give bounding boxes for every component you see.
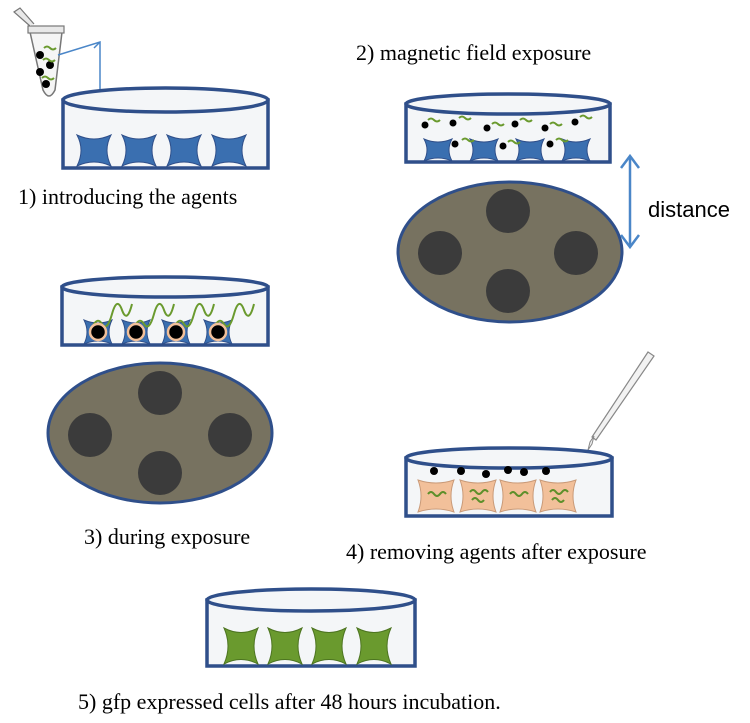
dna-strands-3 [91, 303, 255, 329]
step2-label: 2) magnetic field exposure [356, 40, 592, 65]
culture-dish-2 [404, 92, 612, 164]
cells-blue-2 [422, 137, 592, 163]
gfp-inside-cells [427, 489, 569, 503]
step1-group [13, 7, 270, 170]
step4-group [404, 351, 655, 518]
nanoparticles-top [430, 466, 550, 478]
culture-dish-1 [61, 86, 270, 170]
cells-blue [75, 133, 248, 168]
culture-dish-3 [60, 275, 270, 347]
step2-group [396, 92, 640, 324]
dna-strands [427, 114, 593, 145]
cells-orange [417, 479, 577, 513]
step4-label: 4) removing agents after exposure [346, 539, 647, 564]
magnet-2 [396, 180, 624, 324]
step5-group [205, 587, 417, 668]
step3-label: 3) during exposure [84, 524, 251, 549]
step1-label: 1) introducing the agents [18, 184, 238, 209]
culture-dish-5 [205, 587, 417, 668]
distance-label: distance [648, 197, 730, 222]
internalized-particles [88, 322, 228, 342]
step5-label: 5) gfp expressed cells after 48 hours in… [78, 689, 501, 714]
cells-green [222, 626, 393, 666]
microtube-icon [13, 7, 65, 97]
magnet-3 [46, 361, 274, 505]
step3-group [46, 275, 274, 505]
pipette-icon [587, 351, 655, 451]
culture-dish-4 [404, 446, 614, 518]
magnetic-nanoparticles [421, 118, 579, 150]
distance-arrow [620, 153, 640, 250]
